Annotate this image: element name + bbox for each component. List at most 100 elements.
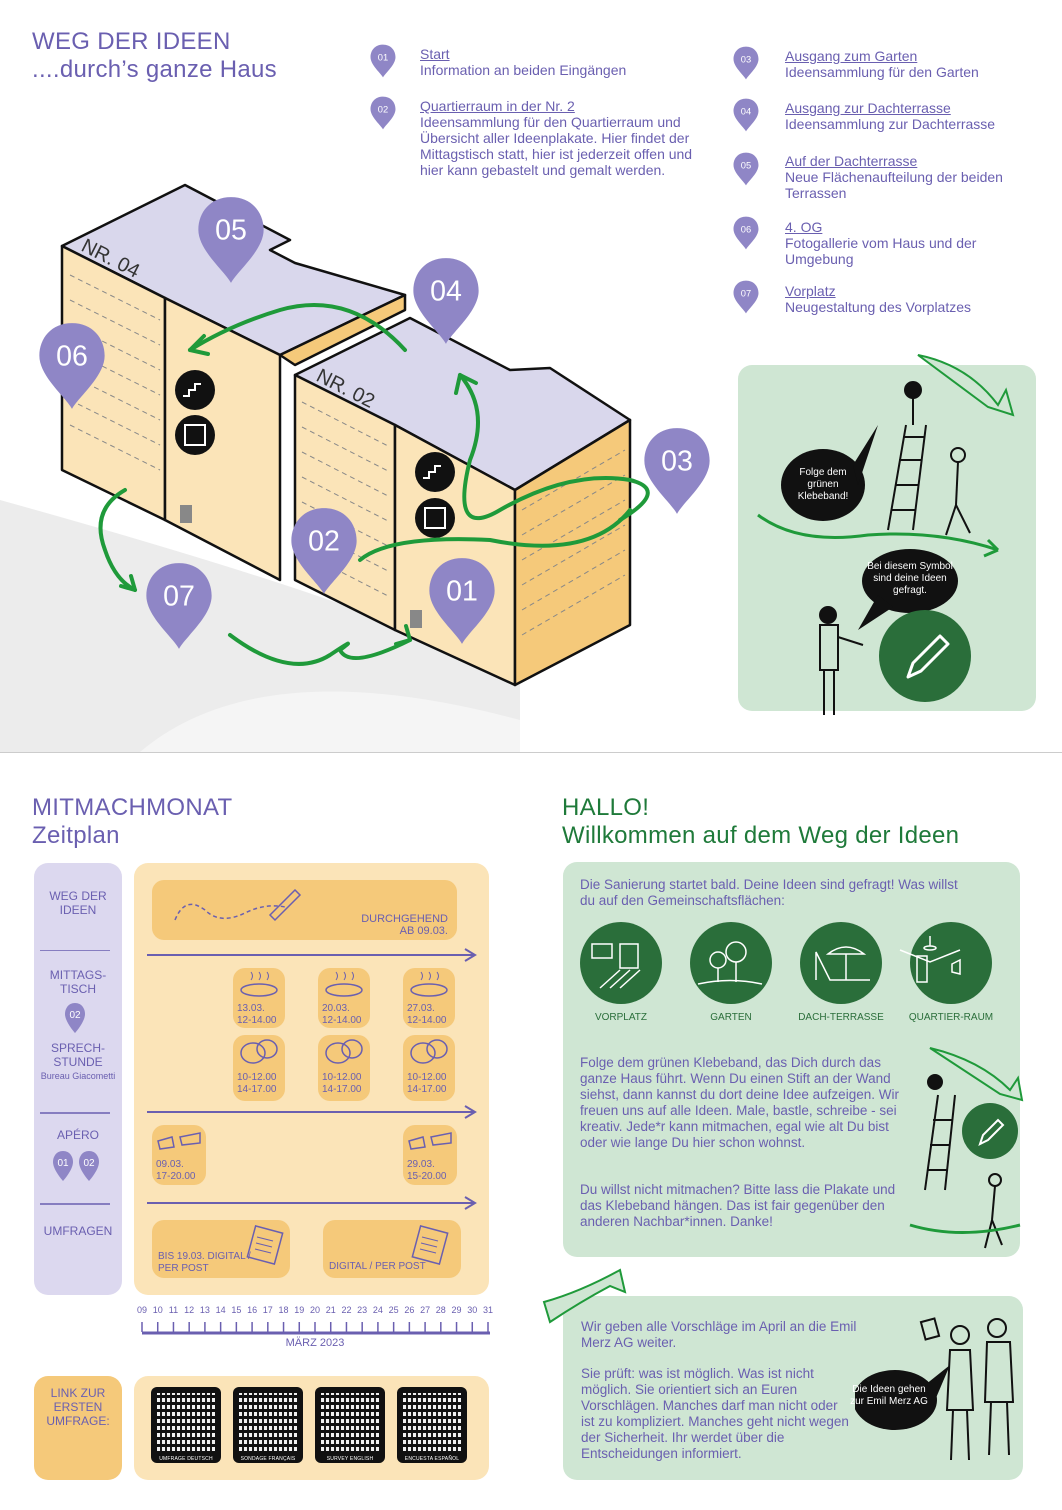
area-icon-1: [580, 922, 662, 1004]
map-pin-04: 04: [412, 255, 480, 352]
svg-text:02: 02: [378, 105, 388, 115]
svg-text:02: 02: [69, 1010, 81, 1021]
day-label: 20: [309, 1305, 320, 1315]
office-hour-time: 14-17.00: [322, 1084, 362, 1095]
day-label: 14: [215, 1305, 226, 1315]
day-label: 26: [404, 1305, 415, 1315]
station-pin-icon: 07: [733, 280, 759, 319]
welcome-illustration: [909, 1047, 1024, 1249]
svg-text:01: 01: [446, 575, 478, 607]
day-label: 12: [184, 1305, 195, 1315]
qr-caption: SURVEY ENGLISH: [326, 1456, 374, 1462]
speech-bubble: [781, 449, 865, 521]
svg-text:07: 07: [741, 289, 751, 299]
day-label: 22: [341, 1305, 352, 1315]
svg-text:05: 05: [741, 161, 751, 171]
row-dividers: [40, 950, 110, 1114]
day-label: 30: [467, 1305, 478, 1315]
qr-caption: UMFRAGE DEUTSCH: [159, 1456, 213, 1462]
area-icon-3: [800, 922, 882, 1004]
day-axis: [141, 1322, 490, 1335]
map-pin-07: 07: [145, 560, 213, 657]
day-label: 25: [388, 1305, 399, 1315]
legend-desc: Ideensammlung für den Quartierraum und Ü…: [420, 114, 693, 178]
map-pin-06: 06: [38, 320, 106, 417]
day-label: 19: [294, 1305, 305, 1315]
qr-code[interactable]: ENCUESTA ESPAÑOL: [397, 1387, 467, 1463]
welcome-para1: Folge dem grünen Klebeband, das Dich dur…: [580, 1055, 899, 1150]
lunch-date: 13.03.: [237, 1003, 265, 1014]
area-label: VORPLATZ: [594, 1012, 648, 1023]
schedule-title: MITMACHMONAT: [32, 794, 233, 821]
legend-title[interactable]: Vorplatz: [785, 283, 836, 299]
day-label: 09: [136, 1305, 147, 1315]
office-hour-time: 10-12.00: [237, 1072, 277, 1083]
legend-desc: Ideensammlung für den Garten: [785, 64, 979, 80]
month-label: MÄRZ 2023: [285, 1337, 345, 1349]
stairs-icon: [415, 452, 455, 492]
area-label: QUARTIER-RAUM: [908, 1012, 994, 1023]
lunch-date: 27.03.: [407, 1003, 435, 1014]
station-pin-icon: 01: [370, 44, 396, 83]
day-label: 16: [247, 1305, 258, 1315]
lunch-slot: 20.03.12-14.00: [318, 968, 370, 1028]
bubble-text: Bei diesem Symbol sind deine Ideen gefra…: [867, 561, 953, 596]
station-pin-icon: 02: [370, 96, 396, 135]
qr-code[interactable]: SURVEY ENGLISH: [315, 1387, 385, 1463]
map-pin-01: 01: [428, 555, 496, 652]
office-hour-time: 14-17.00: [407, 1084, 447, 1095]
door-icon: [410, 610, 422, 628]
day-label: 28: [435, 1305, 446, 1315]
area-icon-4: [910, 922, 992, 1004]
legend-title[interactable]: Ausgang zum Garten: [785, 48, 918, 64]
pin-02-small: 02: [65, 1003, 85, 1033]
row-label-sprech-sub: Bureau Giacometti: [40, 1071, 116, 1081]
welcome-title: HALLO!: [562, 794, 650, 821]
bubble-text: Folge dem grünen Klebeband!: [797, 467, 849, 502]
legend-title[interactable]: Ausgang zur Dachterrasse: [785, 100, 951, 116]
legend-title[interactable]: Start: [420, 46, 450, 62]
legend-title[interactable]: Quartierraum in der Nr. 2: [420, 98, 575, 114]
day-label: 10: [152, 1305, 163, 1315]
page-subtitle: ....durch’s ganze Haus: [32, 56, 277, 83]
lunch-date: 20.03.: [322, 1003, 350, 1014]
day-label: 11: [168, 1305, 179, 1315]
link-panel: [34, 1376, 122, 1480]
survey-slot: [323, 1220, 461, 1278]
pencil-icon: [879, 610, 971, 702]
svg-text:06: 06: [56, 340, 88, 372]
survey-text: BIS 19.03. DIGITAL / PER POST: [158, 1251, 251, 1274]
day-label: 17: [262, 1305, 273, 1315]
row-labels-panel: [34, 863, 122, 1295]
svg-text:05: 05: [215, 214, 247, 246]
stairs-icon: [175, 370, 215, 410]
tape-flag: [542, 1268, 627, 1324]
building-nr02: [293, 316, 632, 687]
timeline-arrows: [147, 948, 477, 1210]
day-label: 21: [325, 1305, 336, 1315]
qr-code[interactable]: UMFRAGE DEUTSCH: [151, 1387, 221, 1463]
final-panel: [563, 1296, 1023, 1480]
station-pin-icon: 06: [733, 216, 759, 255]
row-label-apero: APÉRO: [56, 1128, 99, 1142]
clipboard-icon: [411, 1225, 449, 1265]
svg-text:03: 03: [661, 445, 693, 477]
survey-text: DIGITAL / PER POST: [329, 1261, 426, 1272]
apero-date: 09.03.: [156, 1159, 184, 1170]
svg-text:02: 02: [83, 1158, 95, 1169]
area-icon-2: [690, 922, 772, 1004]
legend-title[interactable]: 4. OG: [785, 219, 823, 235]
legend-title[interactable]: Auf der Dachterrasse: [785, 153, 918, 169]
final-text1: Wir geben alle Vorschläge im April an di…: [581, 1319, 857, 1350]
map-pin-03: 03: [643, 425, 711, 522]
station-pin-icon: 03: [733, 46, 759, 85]
map-pin-02: 02: [290, 505, 358, 602]
lunch-slot: 13.03.12-14.00: [233, 968, 285, 1028]
section-divider: [0, 752, 1062, 753]
apero-date: 29.03.: [407, 1159, 435, 1170]
day-label: 24: [372, 1305, 383, 1315]
qr-code[interactable]: SONDAGE FRANÇAIS: [233, 1387, 303, 1463]
